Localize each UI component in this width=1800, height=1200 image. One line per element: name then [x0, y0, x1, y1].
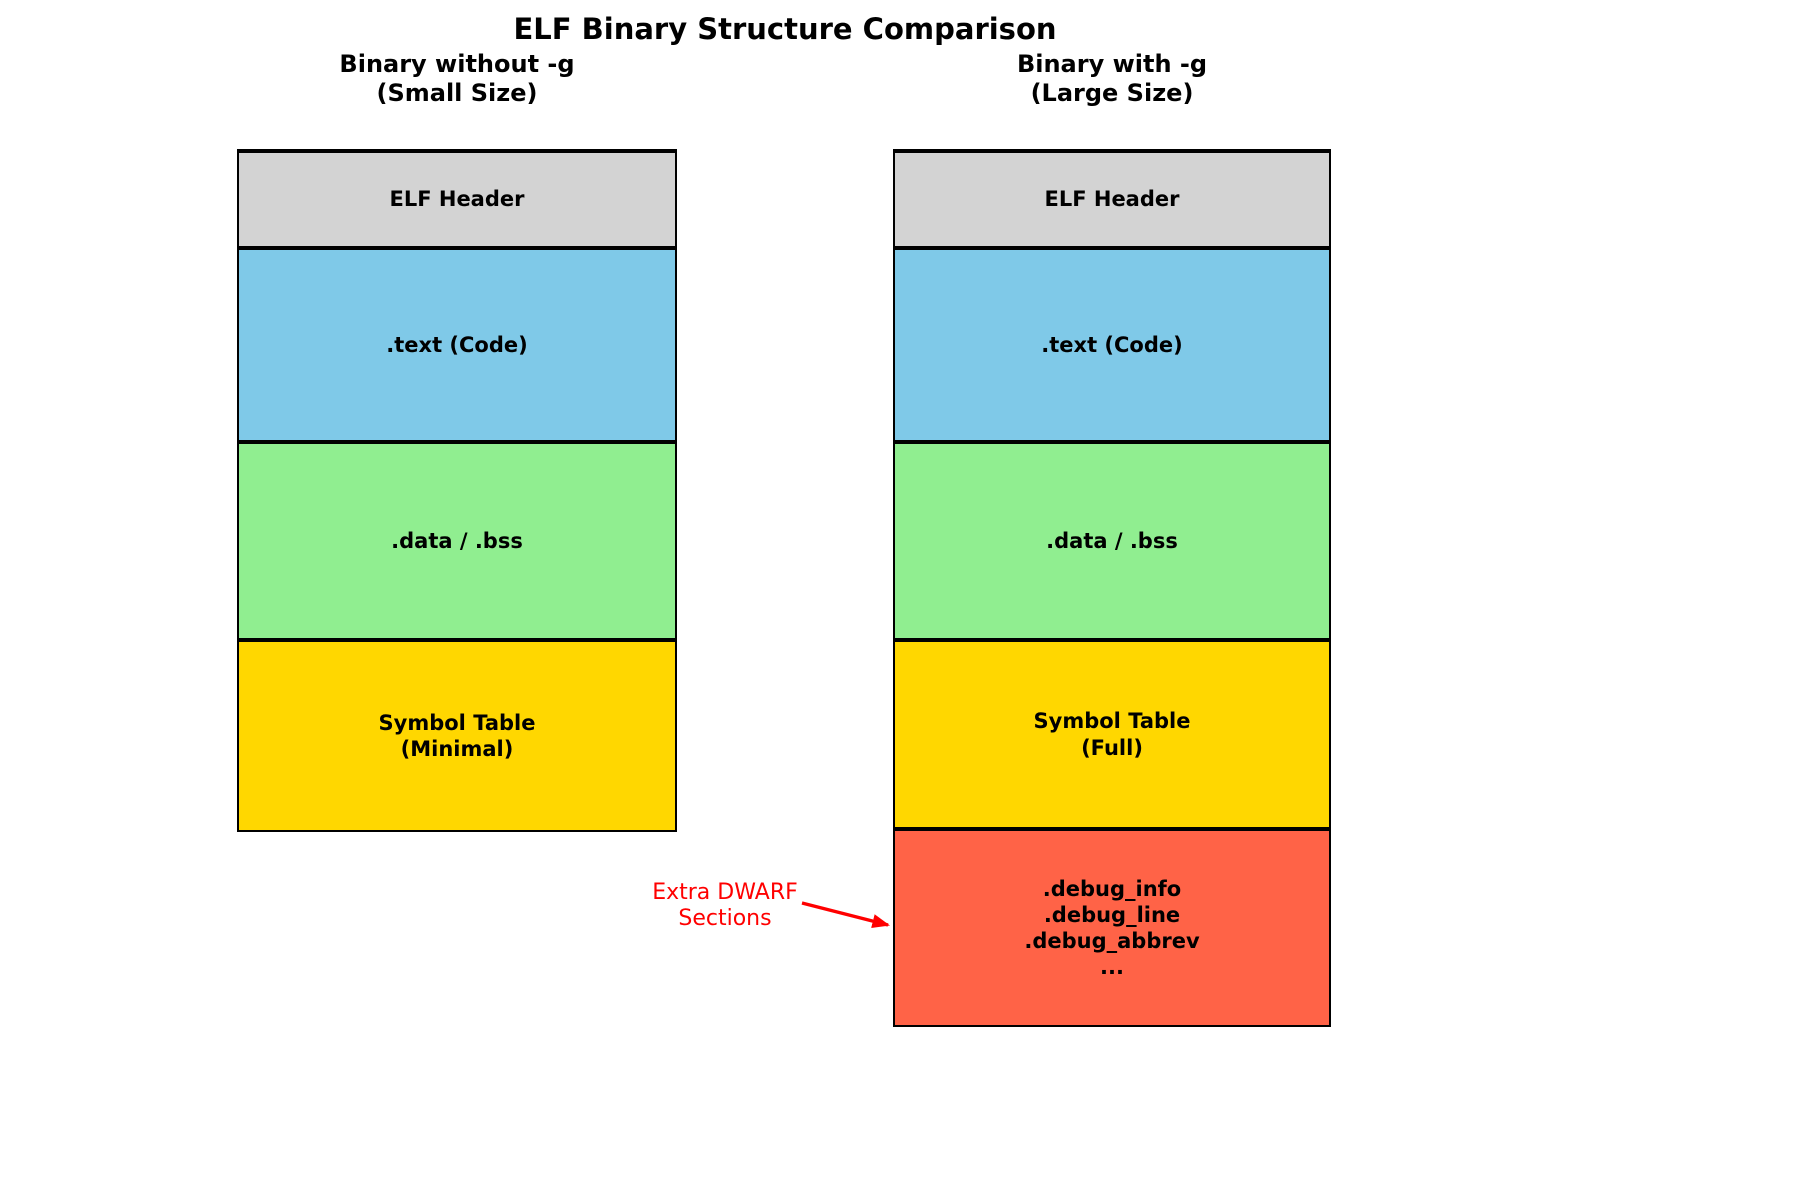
section-symbol-table: Symbol Table (Minimal) — [237, 640, 677, 832]
section-label-elf-header: ELF Header — [389, 187, 525, 212]
dwarf-annotation-arrow — [801, 901, 890, 929]
section-label-elf-header: ELF Header — [1044, 187, 1180, 212]
section-data-bss: .data / .bss — [893, 442, 1331, 640]
section-debug-sections: .debug_info .debug_line .debug_abbrev ..… — [893, 829, 1331, 1027]
column-heading-without-g: Binary without -g (Small Size) — [339, 50, 575, 108]
section-elf-header: ELF Header — [893, 151, 1331, 248]
section-label-symbol-table: Symbol Table (Full) — [1033, 709, 1191, 760]
section-label-symbol-table: Symbol Table (Minimal) — [378, 710, 536, 761]
section-text-code: .text (Code) — [237, 248, 677, 442]
section-elf-header: ELF Header — [237, 151, 677, 248]
section-label-debug-sections: .debug_info .debug_line .debug_abbrev ..… — [1024, 876, 1200, 980]
section-label-text-code: .text (Code) — [1041, 332, 1183, 357]
column-heading-with-g: Binary with -g (Large Size) — [1016, 50, 1208, 108]
section-data-bss: .data / .bss — [237, 442, 677, 640]
section-label-text-code: .text (Code) — [386, 332, 528, 357]
figure-title: ELF Binary Structure Comparison — [513, 12, 1057, 46]
section-label-data-bss: .data / .bss — [1046, 528, 1178, 553]
section-symbol-table: Symbol Table (Full) — [893, 640, 1331, 829]
section-label-data-bss: .data / .bss — [391, 528, 523, 553]
dwarf-annotation-label: Extra DWARF Sections — [652, 880, 798, 932]
section-text-code: .text (Code) — [893, 248, 1331, 442]
